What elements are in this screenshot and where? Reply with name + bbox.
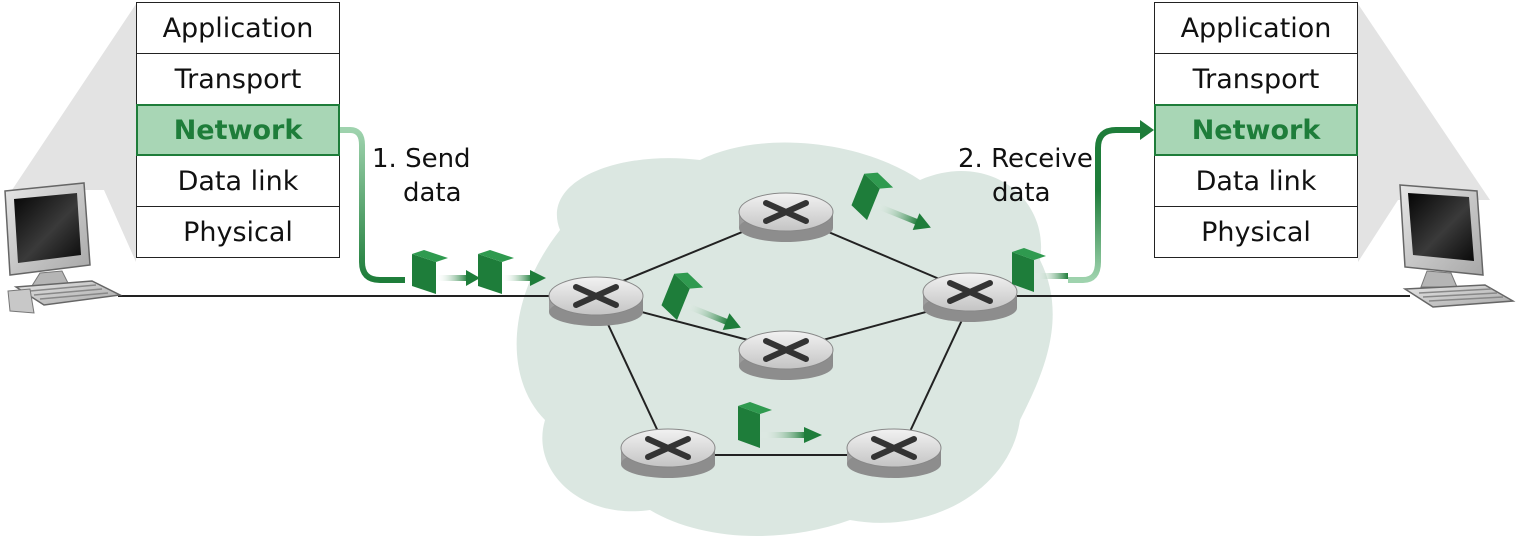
router-icon <box>846 428 942 478</box>
layer-transport: Transport <box>1154 53 1358 105</box>
layer-network: Network <box>1154 104 1358 156</box>
layer-physical: Physical <box>136 206 340 258</box>
router-icon <box>922 272 1018 322</box>
layer-application: Application <box>1154 2 1358 54</box>
receive-label-line2: data <box>992 178 1051 208</box>
layer-data-link: Data link <box>1154 155 1358 207</box>
receive-arrowhead <box>1140 120 1154 140</box>
send-label-line1: 1. Send <box>372 144 471 174</box>
packet-icon <box>661 272 741 330</box>
right-protocol-stack: Application Transport Network Data link … <box>1154 2 1358 258</box>
link-c-f <box>905 319 963 441</box>
router-icon <box>620 428 716 478</box>
layer-physical: Physical <box>1154 206 1358 258</box>
send-data-label: 1. Send data <box>372 142 471 210</box>
layer-network: Network <box>136 104 340 156</box>
receive-label-line1: 2. Receive <box>958 144 1093 174</box>
left-projection-wedge <box>12 4 136 262</box>
receive-data-label: 2. Receive data <box>958 142 1093 210</box>
computer-icon <box>1399 184 1516 308</box>
send-label-line2: data <box>403 178 462 208</box>
packet-icon <box>738 402 822 448</box>
link-a-e <box>605 319 663 441</box>
router-icon <box>738 192 834 242</box>
receive-path <box>1068 127 1140 283</box>
router-icon <box>548 276 644 326</box>
packet-icon <box>851 172 931 230</box>
packet-icon <box>1012 248 1068 292</box>
packet-icon <box>412 250 480 294</box>
layer-data-link: Data link <box>136 155 340 207</box>
packet-icon <box>478 250 546 294</box>
computer-icon <box>4 182 123 314</box>
layer-application: Application <box>136 2 340 54</box>
send-path <box>340 127 405 283</box>
router-icon <box>738 330 834 380</box>
left-protocol-stack: Application Transport Network Data link … <box>136 2 340 258</box>
layer-transport: Transport <box>136 53 340 105</box>
